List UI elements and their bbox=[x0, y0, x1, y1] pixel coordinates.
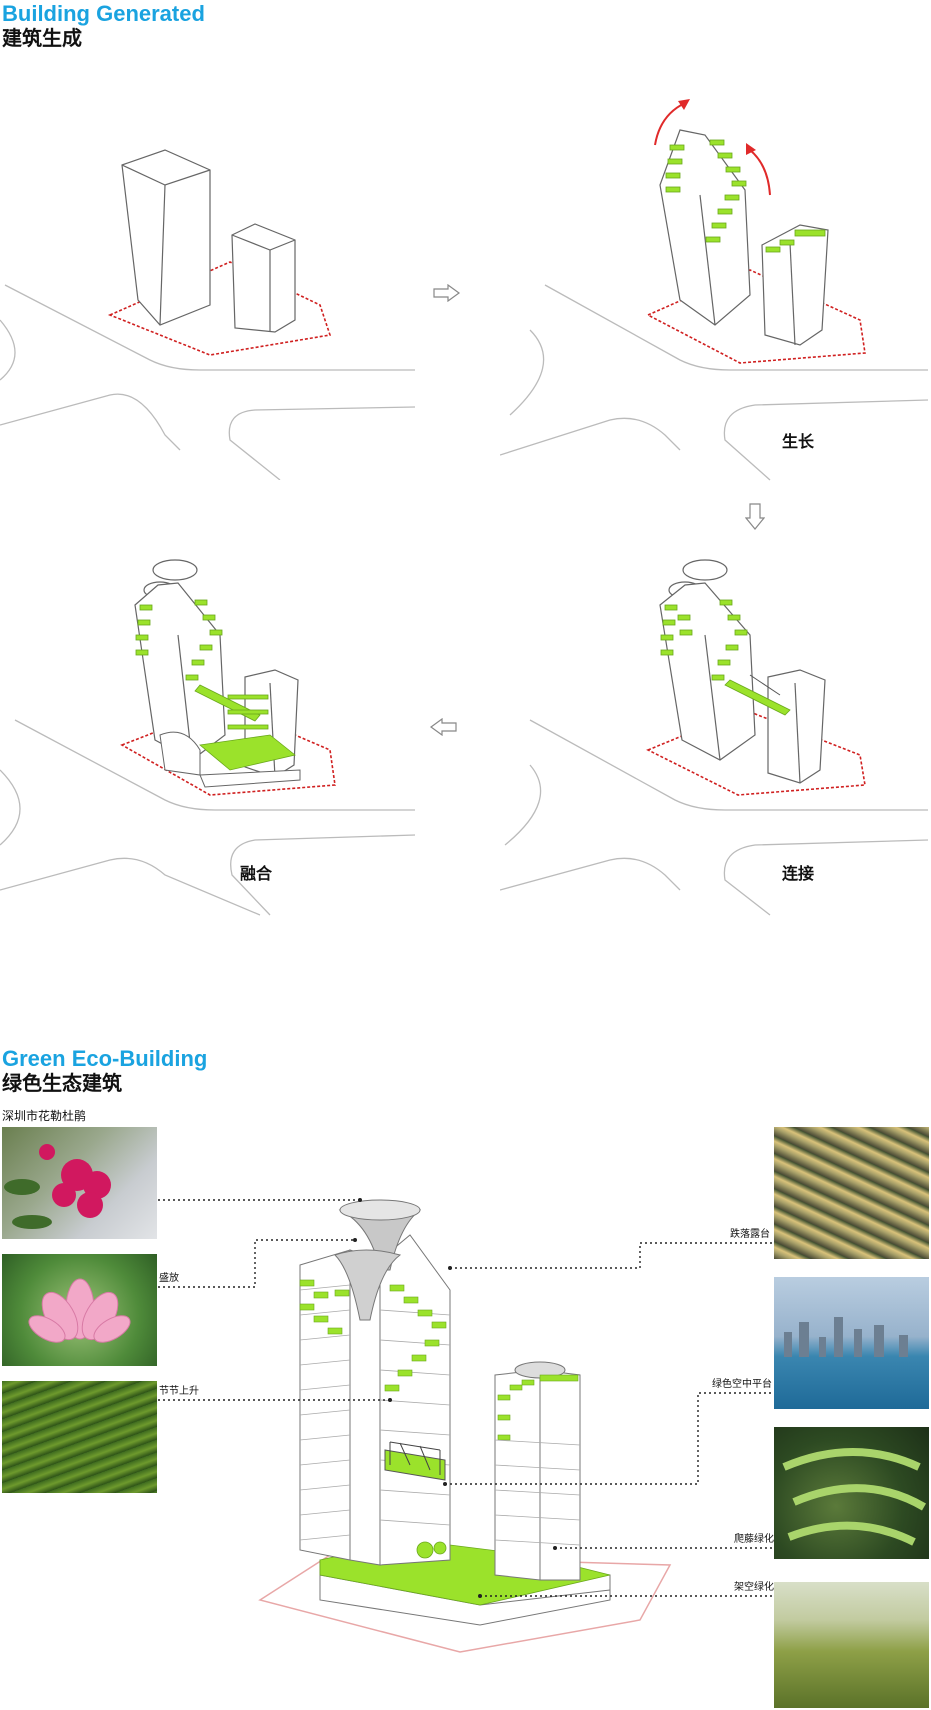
arrow-down-icon bbox=[745, 503, 765, 530]
step-label-fusion: 融合 bbox=[240, 864, 273, 883]
step3-bridge-frame bbox=[749, 674, 781, 696]
photo-lotus bbox=[2, 1254, 157, 1366]
step-label-growth: 生长 bbox=[782, 432, 815, 451]
photo-bougainvillea bbox=[2, 1127, 157, 1239]
step1-tower-a bbox=[121, 149, 211, 326]
section2-title-en: Green Eco-Building bbox=[2, 1046, 208, 1071]
funnel-top-2 bbox=[334, 1249, 402, 1321]
photo-caption: 深圳市花勒杜鹃 bbox=[2, 1109, 87, 1123]
step3-roads bbox=[500, 719, 929, 916]
eco-building-illustration bbox=[258, 1199, 672, 1653]
main-tower-floorlines bbox=[299, 1284, 351, 1541]
step3-sky-bridge bbox=[724, 679, 791, 716]
arrow-left-icon bbox=[429, 718, 457, 736]
step4-green-terraces-a bbox=[135, 599, 223, 681]
section1-title-cn: 建筑生成 bbox=[2, 26, 82, 50]
step1-site-boundary bbox=[107, 261, 332, 356]
step4-roads bbox=[0, 719, 416, 916]
photo-vertical-garden bbox=[774, 1427, 929, 1559]
residential-floorlines bbox=[494, 1439, 581, 1546]
step1-tower-b bbox=[231, 223, 296, 333]
label-stilted-greenery: 架空绿化 bbox=[734, 1582, 774, 1594]
photo-green-roof bbox=[774, 1582, 929, 1708]
step2-green-terraces-a bbox=[665, 139, 747, 243]
label-bloom: 盛放 bbox=[159, 1273, 179, 1285]
step2-diagram bbox=[500, 99, 929, 481]
step3-tower-a bbox=[659, 559, 756, 761]
flower-icon bbox=[4, 1144, 111, 1229]
arrow-right-icon bbox=[433, 284, 461, 302]
step4-tower-a bbox=[134, 559, 226, 761]
step2-roads bbox=[500, 284, 929, 481]
section1-title-en: Building Generated bbox=[2, 1, 205, 26]
site-outline bbox=[258, 1554, 672, 1653]
step3-green-terraces-a bbox=[660, 599, 748, 681]
residential-tower bbox=[494, 1369, 581, 1581]
photo-rice-terraces bbox=[774, 1127, 929, 1259]
sky-bridge-truss bbox=[389, 1441, 441, 1475]
garden-icon bbox=[782, 1448, 927, 1546]
growth-arrow-right-head bbox=[746, 143, 756, 155]
label-cascading-terrace: 跌落露台 bbox=[730, 1229, 770, 1241]
lotus-icon bbox=[28, 1278, 131, 1343]
growth-arrow-right bbox=[749, 149, 771, 196]
skyline-icon bbox=[784, 1317, 908, 1357]
photo-infinity-pool bbox=[774, 1277, 929, 1409]
step3-diagram bbox=[500, 559, 929, 916]
step2-tower-a bbox=[659, 129, 751, 326]
step4-podium-base bbox=[159, 731, 301, 788]
label-green-sky-platform: 绿色空中平台 bbox=[712, 1379, 772, 1391]
step2-green-terraces-b bbox=[765, 229, 826, 253]
main-tower-green-steps bbox=[299, 1279, 447, 1392]
label-climbing-greenery: 爬藤绿化 bbox=[734, 1534, 774, 1546]
funnel-rim-1 bbox=[339, 1199, 421, 1221]
residential-green-steps bbox=[497, 1374, 579, 1441]
podium-trees bbox=[416, 1541, 447, 1559]
sky-bridge bbox=[384, 1449, 446, 1481]
step1-diagram bbox=[0, 149, 416, 480]
step3-tower-b bbox=[767, 669, 826, 784]
step1-roads bbox=[0, 284, 416, 480]
label-rising: 节节上升 bbox=[159, 1386, 199, 1398]
secondary-tower bbox=[379, 1234, 451, 1566]
growth-arrow-left-head bbox=[678, 99, 690, 110]
main-tower bbox=[299, 1249, 381, 1566]
step-label-connect: 连接 bbox=[782, 864, 815, 883]
step4-diagram bbox=[0, 559, 416, 916]
section2-title-cn: 绿色生态建筑 bbox=[2, 1071, 122, 1095]
step4-podium-green bbox=[194, 684, 296, 771]
step2-tower-b bbox=[761, 224, 829, 346]
photo-tea-terraces bbox=[2, 1381, 157, 1493]
